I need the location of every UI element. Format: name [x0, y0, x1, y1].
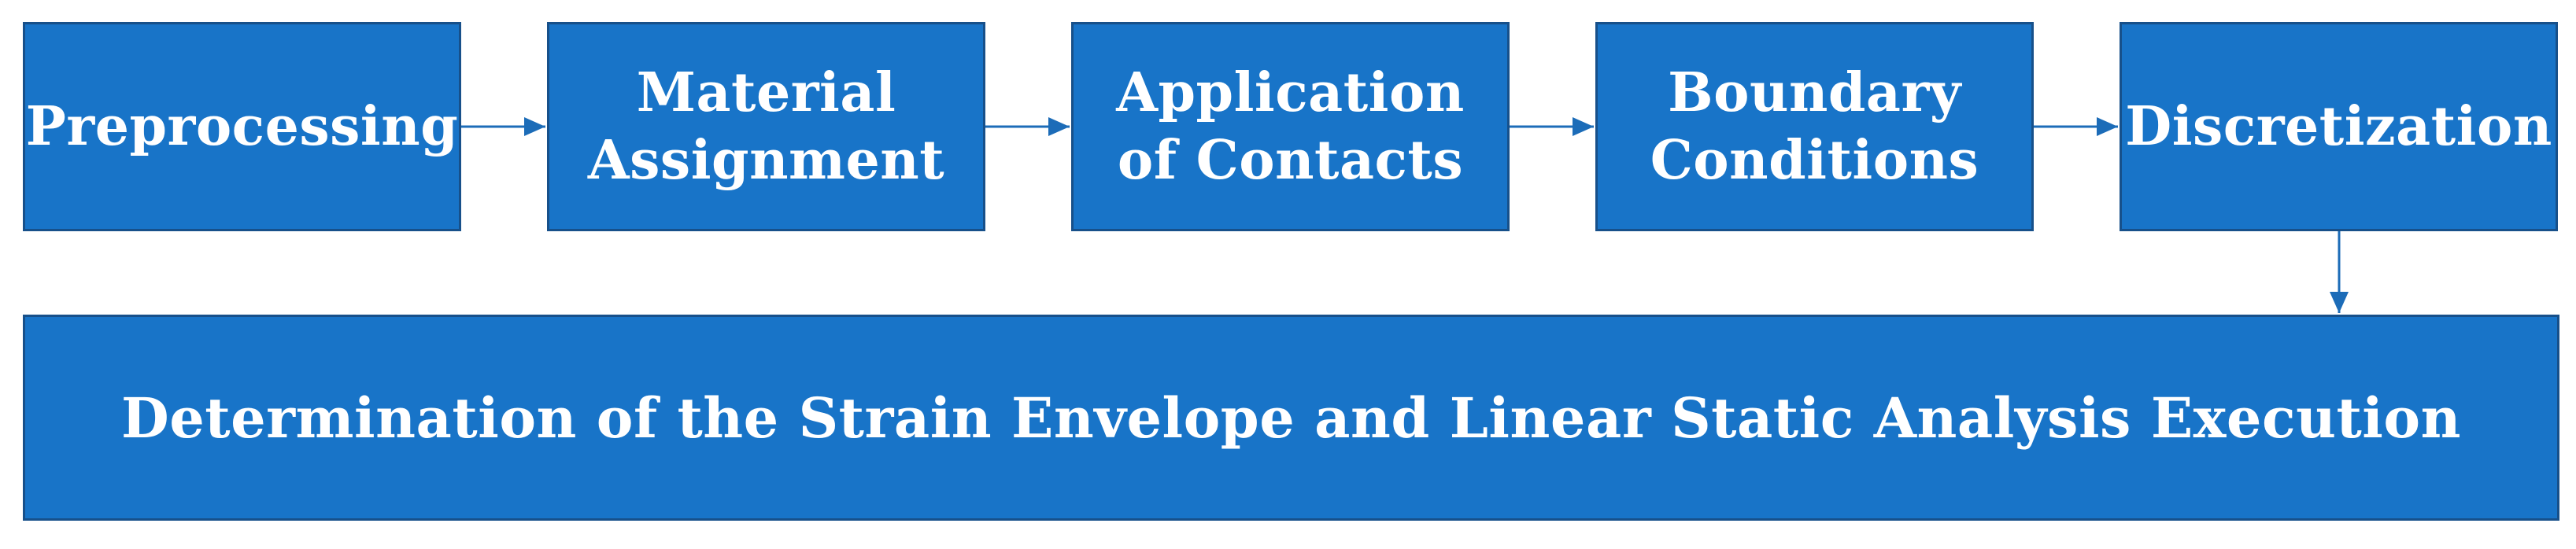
step-label-preprocessing: Preprocessing	[25, 94, 459, 158]
step-box-preprocessing: Preprocessing	[23, 22, 461, 231]
step-box-discretization: Discretization	[2120, 22, 2558, 231]
step-label-material-assignment: Material Assignment	[587, 61, 945, 192]
step-label-boundary-conditions: Boundary Conditions	[1650, 61, 1979, 192]
step-label-application-of-contacts: Application of Contacts	[1116, 61, 1465, 192]
step-box-boundary-conditions: Boundary Conditions	[1595, 22, 2034, 231]
step-label-discretization: Discretization	[2125, 94, 2552, 158]
step-box-application-of-contacts: Application of Contacts	[1071, 22, 1510, 231]
final-step-box: Determination of the Strain Envelope and…	[23, 315, 2559, 521]
final-step-label: Determination of the Strain Envelope and…	[121, 385, 2461, 451]
step-box-material-assignment: Material Assignment	[547, 22, 985, 231]
